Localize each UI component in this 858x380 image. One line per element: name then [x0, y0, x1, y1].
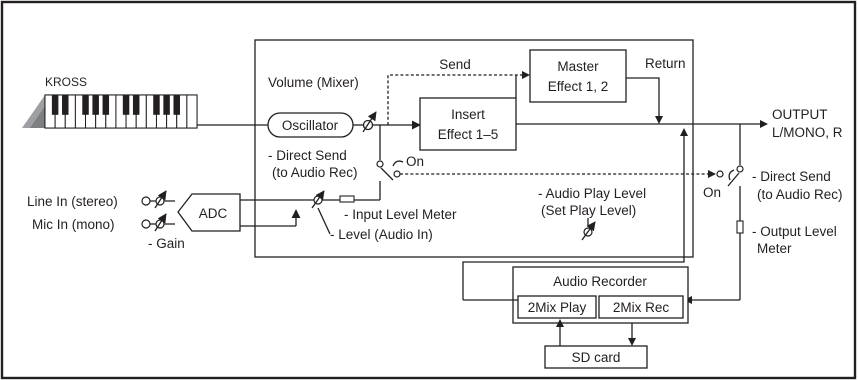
- black-key: [132, 95, 140, 115]
- mix-play-label: 2Mix Play: [528, 300, 587, 315]
- master-effect-label-2: Effect 1, 2: [548, 79, 609, 94]
- insert-effect-label-2: Effect 1–5: [438, 127, 499, 142]
- direct-send-left-label-1: - Direct Send: [268, 148, 347, 163]
- audio-recorder-label: Audio Recorder: [553, 274, 647, 289]
- black-key: [51, 95, 59, 115]
- output-label-1: OUTPUT: [772, 107, 828, 122]
- black-key: [173, 95, 180, 115]
- black-key: [62, 95, 69, 115]
- output-label-2: L/MONO, R: [772, 125, 843, 140]
- direct-send-right-switch: [727, 172, 740, 187]
- level-audio-in-label: - Level (Audio In): [330, 227, 433, 242]
- output-level-meter-icon: [736, 220, 744, 234]
- black-key: [92, 95, 99, 115]
- direct-send-right-label-2: (to Audio Rec): [757, 187, 843, 202]
- direct-send-right-label-1: - Direct Send: [752, 169, 831, 184]
- keyboard-icon: KROSS: [22, 75, 198, 129]
- black-key: [82, 95, 89, 115]
- insert-effect-label-1: Insert: [451, 107, 485, 122]
- output-level-meter-label-2: Meter: [757, 241, 792, 256]
- mic-in-label: Mic In (mono): [32, 217, 115, 232]
- white-key: [186, 94, 198, 129]
- oscillator-label: Oscillator: [282, 118, 339, 133]
- mix-play-box: [517, 295, 597, 319]
- black-key: [122, 95, 130, 115]
- send-path: [387, 74, 525, 125]
- mix-rec-box: [598, 295, 684, 319]
- adc-label: ADC: [199, 206, 228, 221]
- audio-play-level-label-1: - Audio Play Level: [538, 186, 646, 201]
- sd-card-box: [544, 345, 648, 369]
- return-label: Return: [645, 56, 686, 71]
- input-level-meter-label: - Input Level Meter: [344, 207, 457, 222]
- black-key: [102, 95, 110, 115]
- black-key: [163, 95, 170, 115]
- on-right-label: On: [703, 185, 721, 200]
- processing-frame: [254, 39, 694, 258]
- kross-label: KROSS: [45, 75, 87, 89]
- line-in-jack-icon: [141, 196, 151, 206]
- direct-send-left-switch: [380, 167, 394, 181]
- output-level-meter-label-1: - Output Level: [752, 224, 837, 239]
- gain-label: - Gain: [148, 236, 185, 251]
- play-return-path: [462, 135, 685, 300]
- audio-play-level-label-2: (Set Play Level): [541, 203, 636, 218]
- line-in-label: Line In (stereo): [27, 194, 118, 209]
- return-path: [626, 77, 660, 118]
- insert-effect-box: [419, 97, 517, 151]
- mic-in-jack-icon: [141, 219, 151, 229]
- volume-mixer-label: Volume (Mixer): [268, 75, 359, 90]
- master-effect-label-1: Master: [557, 59, 599, 74]
- mix-rec-label: 2Mix Rec: [613, 300, 670, 315]
- sd-card-label: SD card: [572, 350, 621, 365]
- input-level-meter-icon: [339, 195, 355, 203]
- black-key: [153, 95, 160, 115]
- direct-send-left-label-2: (to Audio Rec): [272, 165, 358, 180]
- send-label: Send: [439, 57, 471, 72]
- adc-box: [177, 193, 241, 232]
- master-effect-box: [529, 49, 627, 103]
- on-left-label: On: [406, 154, 424, 169]
